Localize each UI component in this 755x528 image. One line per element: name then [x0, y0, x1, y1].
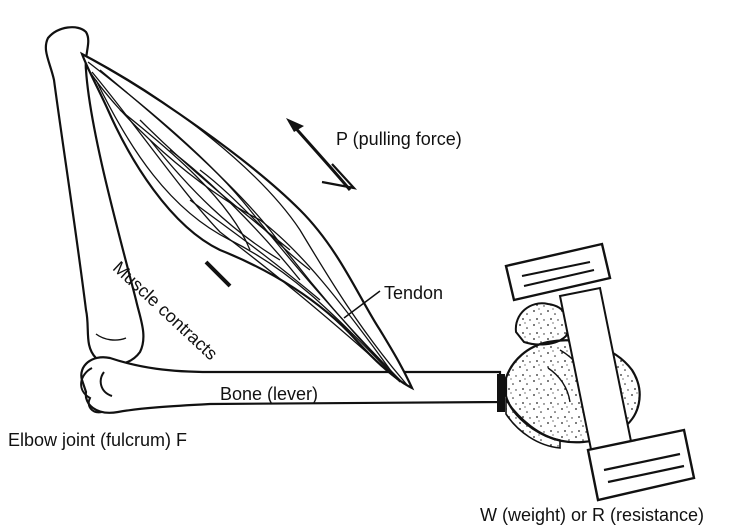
muscle-dark-mark: [206, 262, 230, 286]
pulling-force-label: P (pulling force): [336, 130, 462, 148]
bone-label: Bone (lever): [220, 385, 318, 403]
wrist-band: [497, 374, 505, 412]
weight-label: W (weight) or R (resistance): [480, 506, 704, 524]
elbow-label: Elbow joint (fulcrum) F: [8, 431, 187, 449]
tendon-label: Tendon: [384, 284, 443, 302]
thumb: [516, 303, 568, 344]
